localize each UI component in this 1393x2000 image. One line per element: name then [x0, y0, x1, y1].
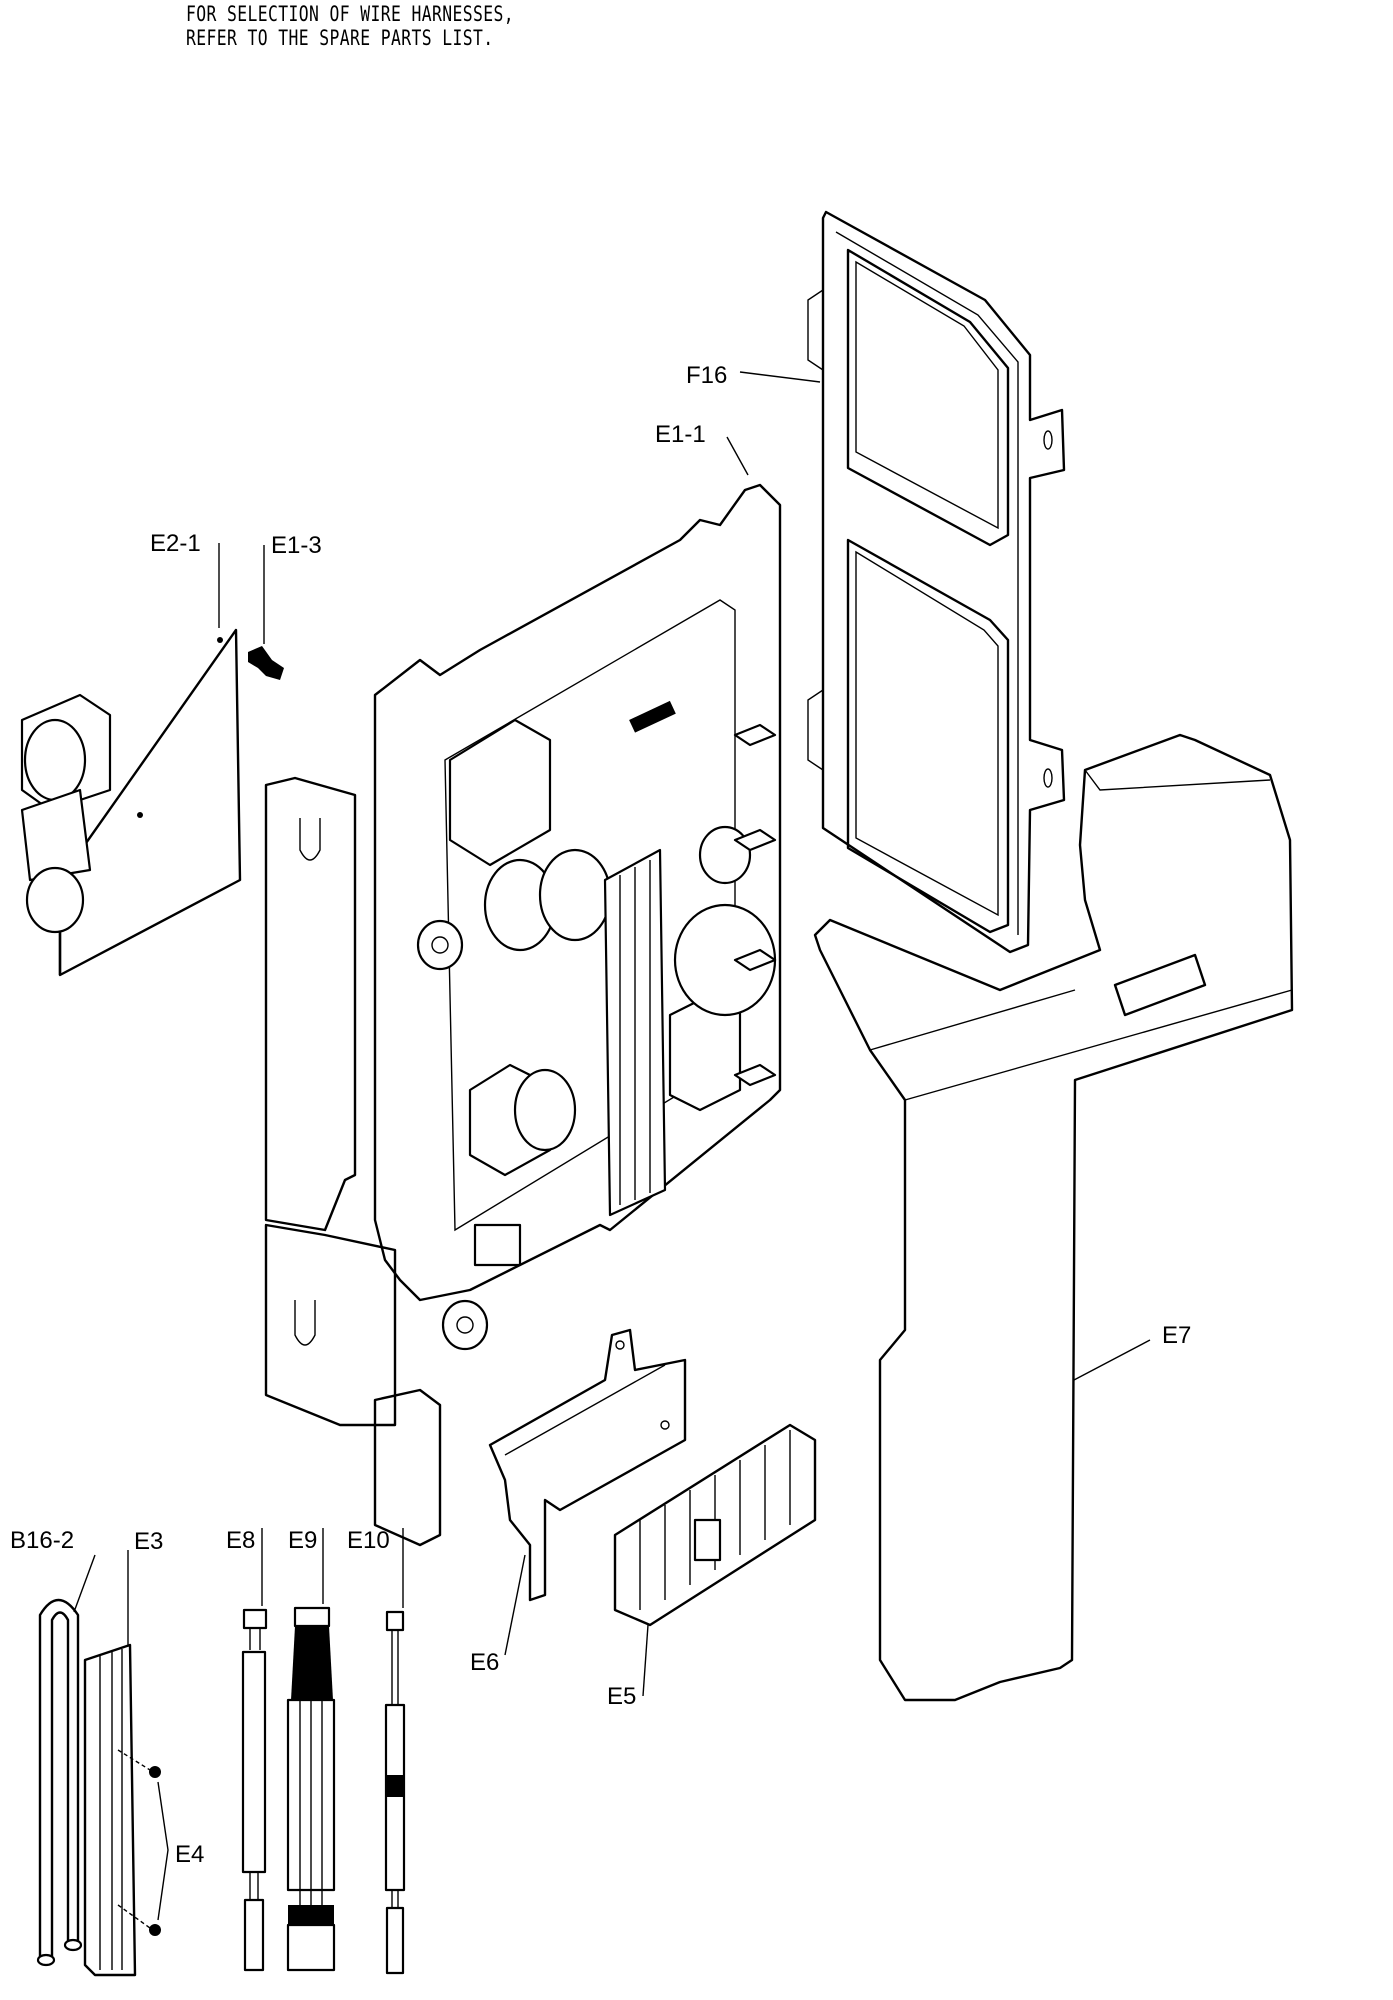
leader-E5: [642, 1624, 649, 1697]
label-E5: E5: [607, 1683, 636, 1710]
leader-E6: [504, 1554, 526, 1656]
label-E3: E3: [134, 1528, 163, 1555]
leader-E4: [157, 1781, 169, 1921]
label-E6: E6: [470, 1649, 499, 1676]
leader-E7: [1073, 1339, 1151, 1381]
label-E7: E7: [1162, 1322, 1191, 1349]
note-line-1: FOR SELECTION OF WIRE HARNESSES,: [186, 2, 515, 26]
label-F16: F16: [686, 362, 727, 389]
part-E8-harness[interactable]: [241, 1608, 268, 1972]
part-F16-filter-frame[interactable]: [807, 210, 1066, 954]
part-E7-cover[interactable]: [813, 733, 1294, 1702]
part-E6-bracket[interactable]: [488, 1328, 687, 1602]
part-E4-screws[interactable]: [117, 1749, 161, 1936]
label-E2-1: E2-1: [150, 530, 201, 557]
part-E9-harness[interactable]: [286, 1606, 336, 1972]
label-E8: E8: [226, 1527, 255, 1554]
note-line-2: REFER TO THE SPARE PARTS LIST.: [186, 26, 494, 50]
leader-B16-2: [73, 1554, 96, 1613]
part-B16-2-heater-pipe[interactable]: [36, 1598, 83, 1967]
label-B16-2: B16-2: [10, 1527, 74, 1554]
harness-note: FOR SELECTION OF WIRE HARNESSES, REFER T…: [186, 2, 514, 50]
label-E1-3: E1-3: [271, 532, 322, 559]
part-E10-harness[interactable]: [384, 1610, 406, 1975]
part-E1-3-clip[interactable]: [248, 646, 284, 680]
part-E3-rail[interactable]: [83, 1643, 137, 1977]
part-E2-1-pcb[interactable]: [20, 628, 242, 977]
label-E1-1: E1-1: [655, 421, 706, 448]
label-E4: E4: [175, 1841, 204, 1868]
label-E9: E9: [288, 1527, 317, 1554]
leader-F16: [739, 371, 821, 383]
part-E1-1-control-box[interactable]: [373, 483, 782, 1351]
part-E5-heatsink[interactable]: [613, 1423, 817, 1627]
part-side-bracket[interactable]: [264, 776, 442, 1547]
label-E10: E10: [347, 1527, 390, 1554]
leader-E1-1: [726, 436, 749, 476]
